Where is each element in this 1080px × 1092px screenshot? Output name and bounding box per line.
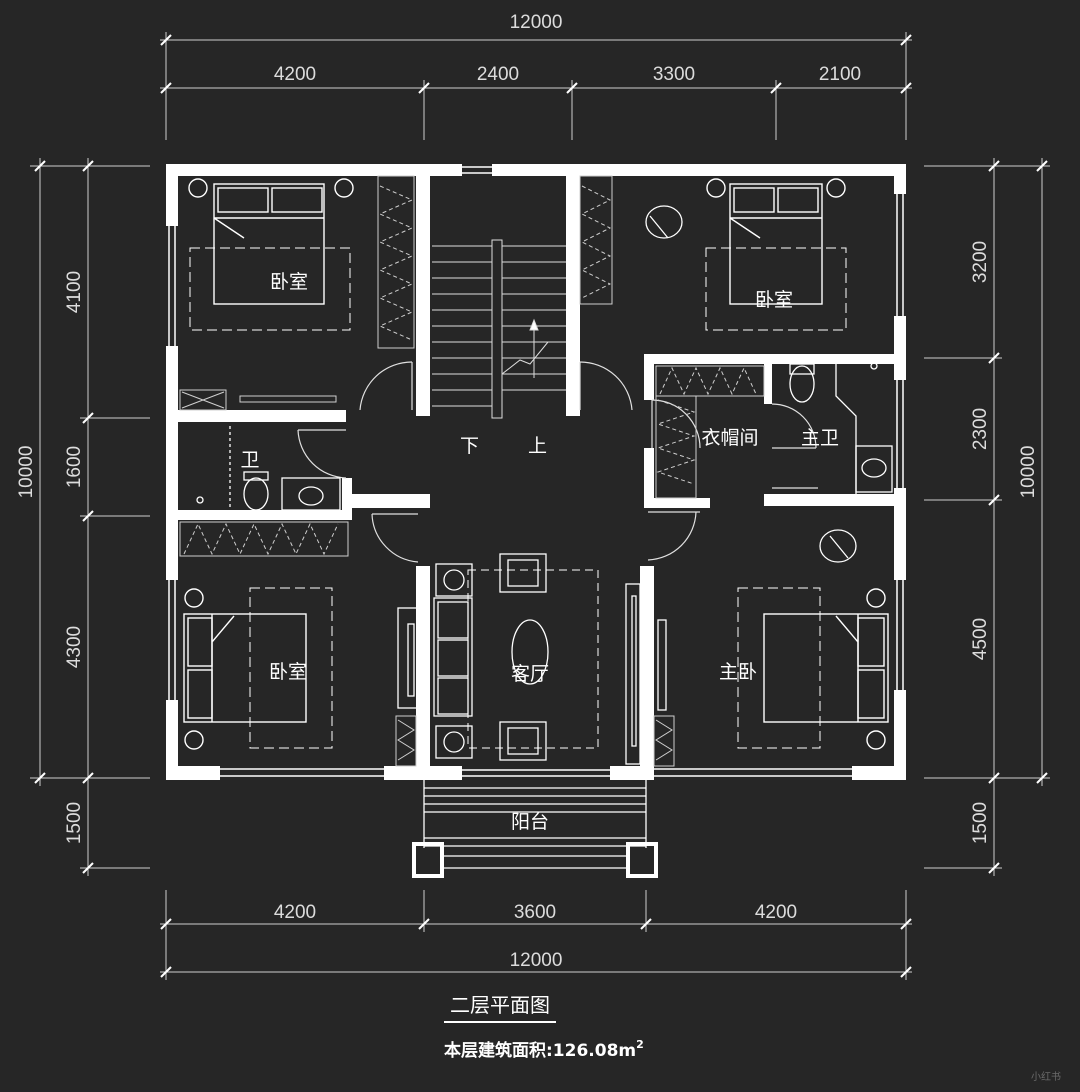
dim-left-total: 10000	[16, 446, 37, 499]
room-label-master-bath: 主卫	[801, 427, 839, 449]
room-label-bedroom-ne: 卧室	[755, 289, 793, 311]
balcony	[412, 780, 658, 878]
floor-area-text: 本层建筑面积:126.08m	[444, 1040, 636, 1061]
bed-nw	[188, 178, 354, 331]
room-label-bedroom-nw: 卧室	[270, 271, 308, 293]
dim-bottom-2: 3600	[514, 902, 556, 923]
dim-right-3: 4500	[970, 618, 991, 660]
plan-title: 二层平面图	[450, 993, 550, 1017]
dim-left-4: 1500	[64, 802, 85, 844]
windows	[168, 166, 904, 777]
bed-sw	[183, 587, 333, 750]
dim-bottom-1: 4200	[274, 902, 316, 923]
watermark: 小红书	[1031, 1070, 1061, 1083]
dim-top-total: 12000	[510, 12, 563, 33]
stair-up-label: 上	[528, 435, 547, 457]
dim-top-2: 2400	[477, 64, 519, 85]
dim-bottom-3: 4200	[755, 902, 797, 923]
dim-left-2: 1600	[64, 446, 85, 488]
dimension-ticks	[34, 34, 1048, 978]
floor-area-unit-sup: 2	[636, 1038, 644, 1051]
bed-ne	[705, 178, 847, 331]
dim-right-1: 3200	[970, 241, 991, 283]
walls	[166, 164, 906, 780]
dim-bottom-total: 12000	[510, 950, 563, 971]
staircase	[432, 239, 566, 419]
dim-left-1: 4100	[64, 271, 85, 313]
dim-top-4: 2100	[819, 64, 861, 85]
dim-top-1: 4200	[274, 64, 316, 85]
floor-area-label: 本层建筑面积:126.08m2	[444, 1038, 644, 1061]
room-label-living: 客厅	[511, 663, 549, 685]
side-chairs	[645, 205, 857, 563]
room-label-bathroom: 卫	[240, 449, 259, 471]
dim-right-2: 2300	[970, 408, 991, 450]
room-label-bedroom-sw: 卧室	[269, 661, 307, 683]
bathroom-fixtures	[196, 362, 893, 511]
room-label-master-bedroom: 主卧	[719, 661, 757, 683]
dim-right-total: 10000	[1018, 446, 1039, 499]
bed-master	[737, 587, 889, 750]
room-label-closet: 衣帽间	[701, 427, 758, 449]
dim-right-4: 1500	[970, 802, 991, 844]
dim-left-3: 4300	[64, 626, 85, 668]
dimension-lines	[30, 32, 1050, 980]
room-label-balcony: 阳台	[511, 811, 549, 833]
wardrobes	[179, 175, 765, 767]
stair-down-label: 下	[460, 435, 479, 457]
dim-top-3: 3300	[653, 64, 695, 85]
living-furniture	[397, 553, 667, 765]
doors	[297, 361, 818, 563]
